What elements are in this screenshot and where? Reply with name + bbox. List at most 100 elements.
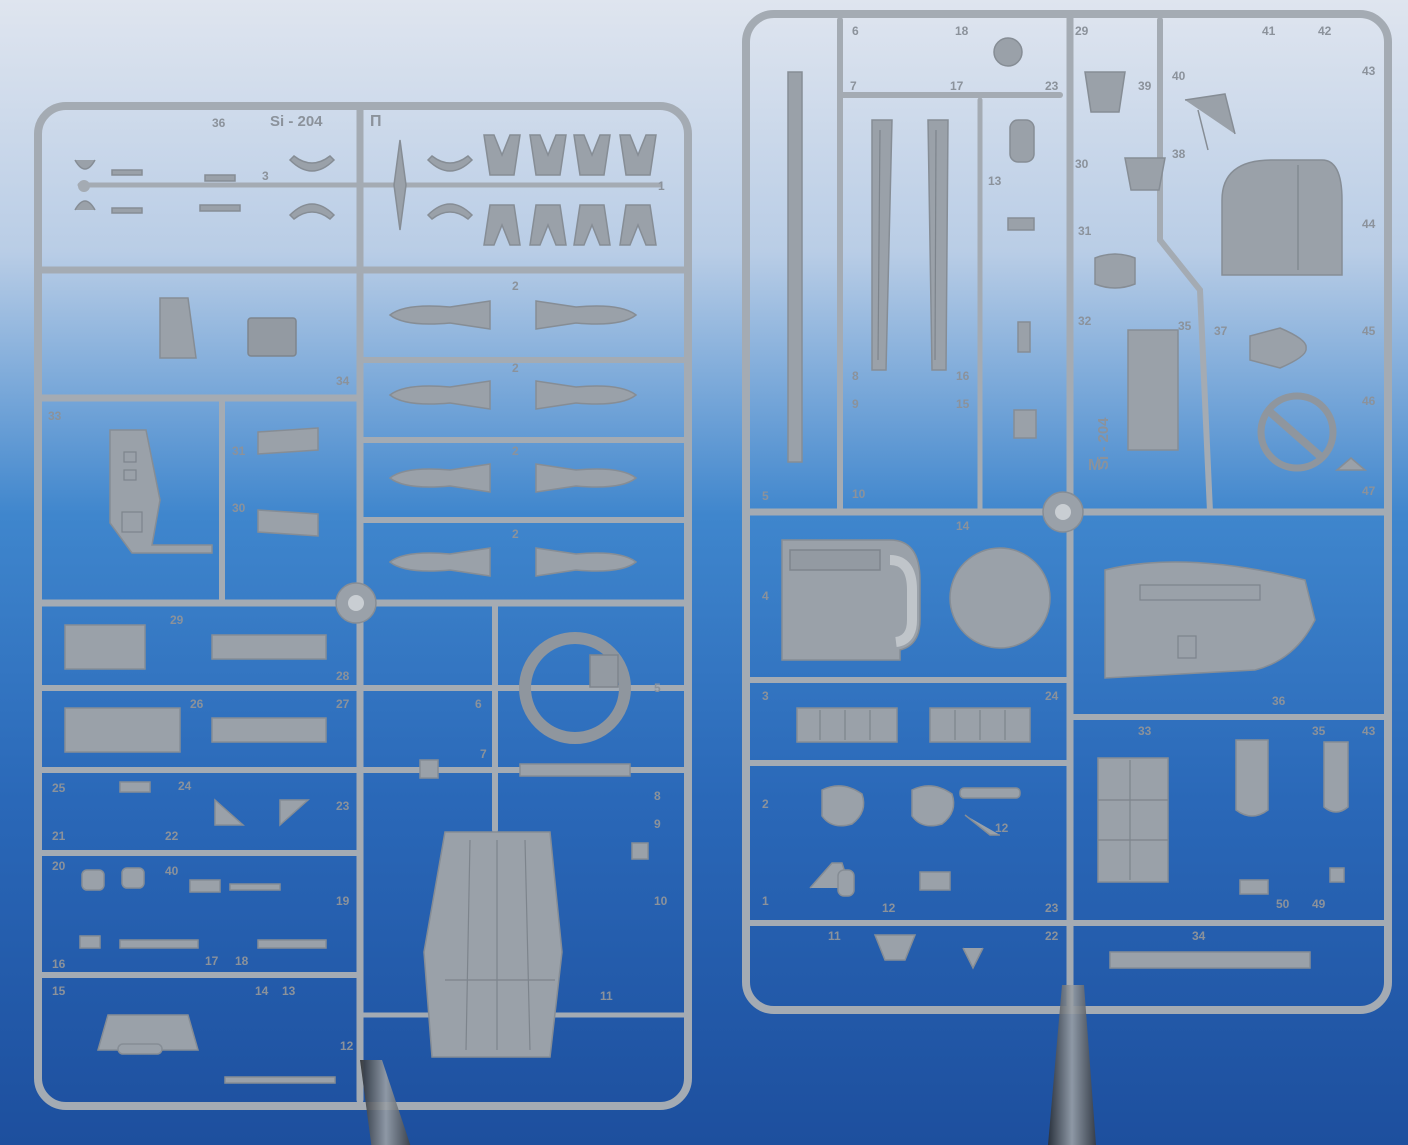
part-number-label: 47 (1362, 484, 1376, 498)
right-upper-parts (993, 37, 1236, 451)
part-number-label: 32 (1078, 314, 1092, 328)
right-canopy-parts (1221, 159, 1368, 472)
part-number-label: 17 (205, 954, 219, 968)
part-number-label: 10 (852, 487, 866, 501)
part-number-label: 50 (1276, 897, 1290, 911)
part-number-label: 26 (190, 697, 204, 711)
part-number-label: 27 (336, 697, 350, 711)
part-number-label: 3 (262, 169, 269, 183)
part-number-label: 36 (1272, 694, 1286, 708)
left-top-row-parts (74, 134, 657, 246)
part-number-label: 49 (1312, 897, 1326, 911)
left-sprue (34, 102, 692, 1145)
part-number-label: 22 (165, 829, 179, 843)
right-misc-parts (809, 785, 1021, 970)
part-number-label: 41 (1262, 24, 1276, 38)
part-number-label: 23 (1045, 79, 1059, 93)
left-plate-parts (64, 624, 327, 753)
right-fuselage-parts (781, 491, 1316, 679)
part-number-label: 2 (762, 797, 769, 811)
part-number-label: 16 (52, 957, 66, 971)
part-number-label: 12 (882, 901, 896, 915)
left-interior-parts (109, 297, 377, 624)
part-number-label: 28 (336, 669, 350, 683)
part-number-label: 30 (232, 501, 246, 515)
part-number-label: 10 (654, 894, 668, 908)
part-number-label: 39 (1138, 79, 1152, 93)
part-number-label: 30 (1075, 157, 1089, 171)
part-number-label: 11 (600, 989, 613, 1003)
part-number-label: 8 (654, 789, 661, 803)
part-number-label: 25 (52, 781, 66, 795)
part-number-label: 15 (52, 984, 66, 998)
part-number-label: 4 (762, 589, 769, 603)
part-number-label: 46 (1362, 394, 1376, 408)
right-strip-parts (787, 71, 949, 463)
part-number-label: 13 (988, 174, 1002, 188)
part-number-label: 22 (1045, 929, 1059, 943)
part-number-label: 3 (762, 689, 769, 703)
right-sprue (742, 10, 1392, 1145)
part-number-label: 1 (658, 179, 665, 193)
part-number-label: 33 (48, 409, 62, 423)
part-number-label: 21 (52, 829, 66, 843)
part-number-label: 31 (232, 444, 246, 458)
part-number-label: 45 (1362, 324, 1376, 338)
part-number-label: 7 (480, 747, 487, 761)
right-sprue-letter: M (1088, 457, 1101, 474)
part-number-label: 24 (178, 779, 192, 793)
left-sprue-labels: Si - 204 П 36 3 1 2 2 2 2 31 30 33 34 29… (48, 113, 668, 1053)
part-number-label: 12 (340, 1039, 354, 1053)
part-number-label: 15 (956, 397, 970, 411)
part-number-label: 5 (762, 489, 769, 503)
part-number-label: 6 (852, 24, 859, 38)
part-number-label: 9 (852, 397, 859, 411)
part-number-label: 43 (1362, 64, 1376, 78)
part-number-label: 7 (850, 79, 857, 93)
part-number-label: 24 (1045, 689, 1059, 703)
part-number-label: 18 (235, 954, 249, 968)
right-panel-parts (1097, 739, 1349, 969)
part-number-label: 2 (512, 444, 519, 458)
part-number-label: 34 (336, 374, 350, 388)
part-number-label: 8 (852, 369, 859, 383)
left-wing-panel (423, 831, 563, 1058)
part-number-label: 38 (1172, 147, 1186, 161)
part-number-label: 35 (1312, 724, 1326, 738)
part-number-label: 37 (1214, 324, 1228, 338)
part-number-label: 44 (1362, 217, 1376, 231)
part-number-label: 13 (282, 984, 296, 998)
part-number-label: 6 (475, 697, 482, 711)
part-number-label: 31 (1078, 224, 1092, 238)
part-number-label: 29 (1075, 24, 1089, 38)
right-sprue-code: Si - 204 (1095, 417, 1112, 470)
right-tool-handle (1048, 985, 1096, 1145)
left-tool-handle (360, 1060, 411, 1145)
part-number-label: 34 (1192, 929, 1206, 943)
left-sprue-letter: П (370, 113, 382, 130)
left-small-parts (79, 781, 336, 1084)
part-number-label: 42 (1318, 24, 1332, 38)
part-number-label: 17 (950, 79, 964, 93)
part-number-label: 2 (512, 279, 519, 293)
left-radial-part (419, 632, 649, 860)
part-number-label: 23 (336, 799, 350, 813)
part-number-label: 20 (52, 859, 66, 873)
part-number-label: 14 (956, 519, 970, 533)
part-number-label: 14 (255, 984, 269, 998)
part-number-label: 18 (955, 24, 969, 38)
part-number-label: 33 (1138, 724, 1152, 738)
part-number-label: 5 (654, 681, 661, 695)
part-number-label: 35 (1178, 319, 1192, 333)
part-number-label: 2 (512, 527, 519, 541)
part-number-label: 43 (1362, 724, 1376, 738)
part-number-label: 29 (170, 613, 184, 627)
part-number-label: 36 (212, 116, 226, 130)
part-number-label: 11 (828, 929, 841, 943)
part-number-label: 2 (512, 361, 519, 375)
part-number-label: 12 (995, 821, 1009, 835)
right-ladder-parts (796, 707, 1031, 743)
part-number-label: 9 (654, 817, 661, 831)
part-number-label: 23 (1045, 901, 1059, 915)
